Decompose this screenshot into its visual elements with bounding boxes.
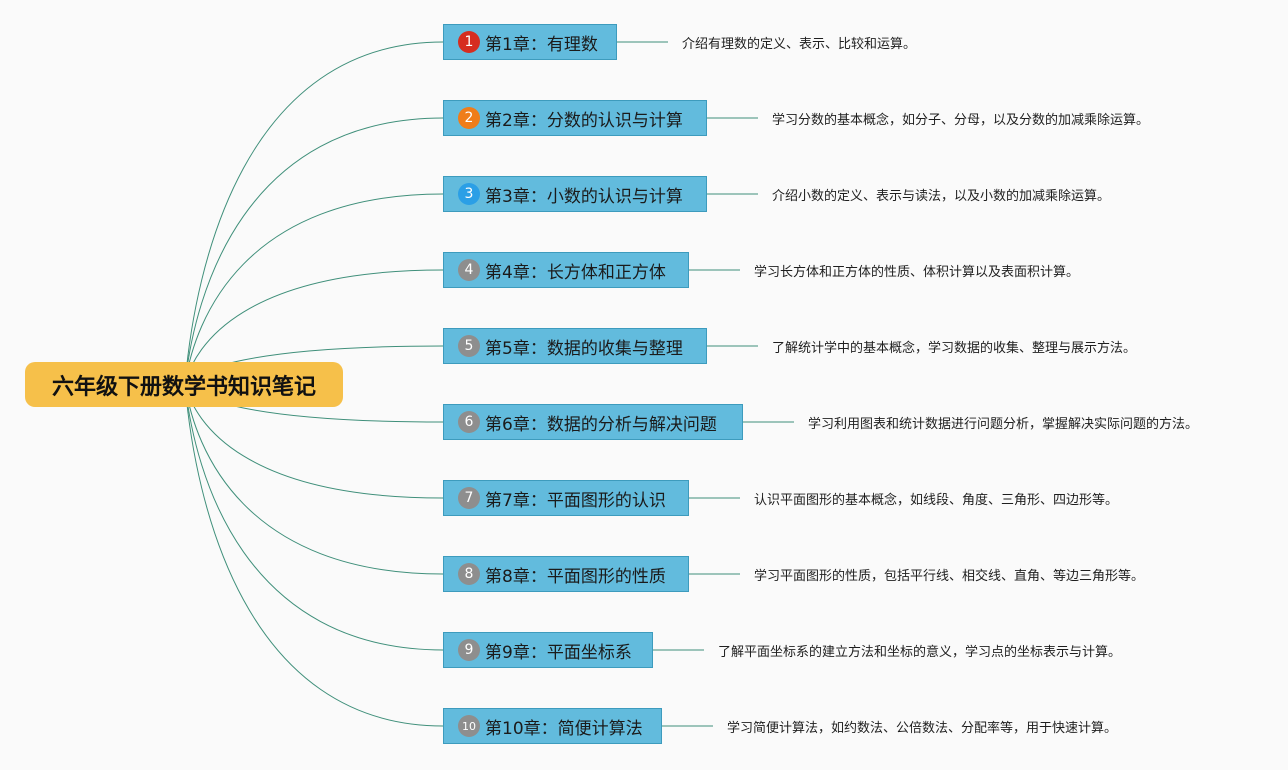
chapter-title: 第3章：小数的认识与计算 — [485, 186, 683, 207]
chapter-title: 第2章：分数的认识与计算 — [485, 110, 683, 131]
chapter-node-6[interactable]: 6 第6章：数据的分析与解决问题 — [443, 404, 743, 440]
chapter-node-7[interactable]: 7 第7章：平面图形的认识 — [443, 480, 689, 516]
chapter-number-badge: 6 — [458, 411, 480, 433]
chapter-title: 第5章：数据的收集与整理 — [485, 338, 683, 359]
connector-root-to-chapter-1 — [184, 41, 444, 385]
chapter-node-4[interactable]: 4 第4章：长方体和正方体 — [443, 252, 689, 288]
chapter-title: 第4章：长方体和正方体 — [485, 262, 666, 283]
chapter-number-badge: 5 — [458, 335, 480, 357]
chapter-title: 第9章：平面坐标系 — [485, 642, 632, 663]
chapter-number-badge: 1 — [458, 31, 480, 53]
chapter-node-9[interactable]: 9 第9章：平面坐标系 — [443, 632, 653, 668]
chapter-node-1[interactable]: 1 第1章：有理数 — [443, 24, 617, 60]
chapter-description-8: 学习平面图形的性质，包括平行线、相交线、直角、等边三角形等。 — [754, 568, 1145, 584]
chapter-number-badge: 3 — [458, 183, 480, 205]
chapter-description-2: 学习分数的基本概念，如分子、分母，以及分数的加减乘除运算。 — [772, 112, 1150, 128]
chapter-title: 第1章：有理数 — [485, 34, 598, 55]
mindmap-root-node[interactable]: 六年级下册数学书知识笔记 — [25, 362, 343, 407]
chapter-node-5[interactable]: 5 第5章：数据的收集与整理 — [443, 328, 707, 364]
root-title: 六年级下册数学书知识笔记 — [51, 374, 316, 400]
chapter-number-badge: 7 — [458, 487, 480, 509]
chapter-node-2[interactable]: 2 第2章：分数的认识与计算 — [443, 100, 707, 136]
chapter-description-1: 介绍有理数的定义、表示、比较和运算。 — [682, 36, 917, 52]
chapter-description-9: 了解平面坐标系的建立方法和坐标的意义，学习点的坐标表示与计算。 — [718, 644, 1122, 660]
chapter-description-5: 了解统计学中的基本概念，学习数据的收集、整理与展示方法。 — [772, 340, 1137, 356]
chapter-number-badge: 2 — [458, 107, 480, 129]
chapter-number-badge: 4 — [458, 259, 480, 281]
connector-root-to-chapter-9 — [184, 383, 444, 651]
chapter-number-badge: 10 — [458, 715, 480, 737]
chapter-title: 第7章：平面图形的认识 — [485, 490, 666, 511]
chapter-description-4: 学习长方体和正方体的性质、体积计算以及表面积计算。 — [754, 264, 1080, 280]
connector-root-to-chapter-8 — [184, 383, 444, 575]
connector-root-to-chapter-10 — [184, 383, 444, 727]
chapter-description-6: 学习利用图表和统计数据进行问题分析，掌握解决实际问题的方法。 — [808, 416, 1199, 432]
chapter-description-7: 认识平面图形的基本概念，如线段、角度、三角形、四边形等。 — [754, 492, 1119, 508]
chapter-number-badge: 8 — [458, 563, 480, 585]
connector-root-to-chapter-3 — [184, 193, 444, 385]
chapter-node-3[interactable]: 3 第3章：小数的认识与计算 — [443, 176, 707, 212]
chapter-node-10[interactable]: 10 第10章：简便计算法 — [443, 708, 662, 744]
connector-root-to-chapter-2 — [184, 117, 444, 385]
chapter-title: 第6章：数据的分析与解决问题 — [485, 414, 717, 435]
chapter-title: 第10章：简便计算法 — [485, 718, 643, 739]
chapter-number-badge: 9 — [458, 639, 480, 661]
chapter-description-3: 介绍小数的定义、表示与读法，以及小数的加减乘除运算。 — [772, 188, 1111, 204]
chapter-node-8[interactable]: 8 第8章：平面图形的性质 — [443, 556, 689, 592]
chapter-title: 第8章：平面图形的性质 — [485, 566, 666, 587]
chapter-description-10: 学习简便计算法，如约数法、公倍数法、分配率等，用于快速计算。 — [727, 720, 1118, 736]
